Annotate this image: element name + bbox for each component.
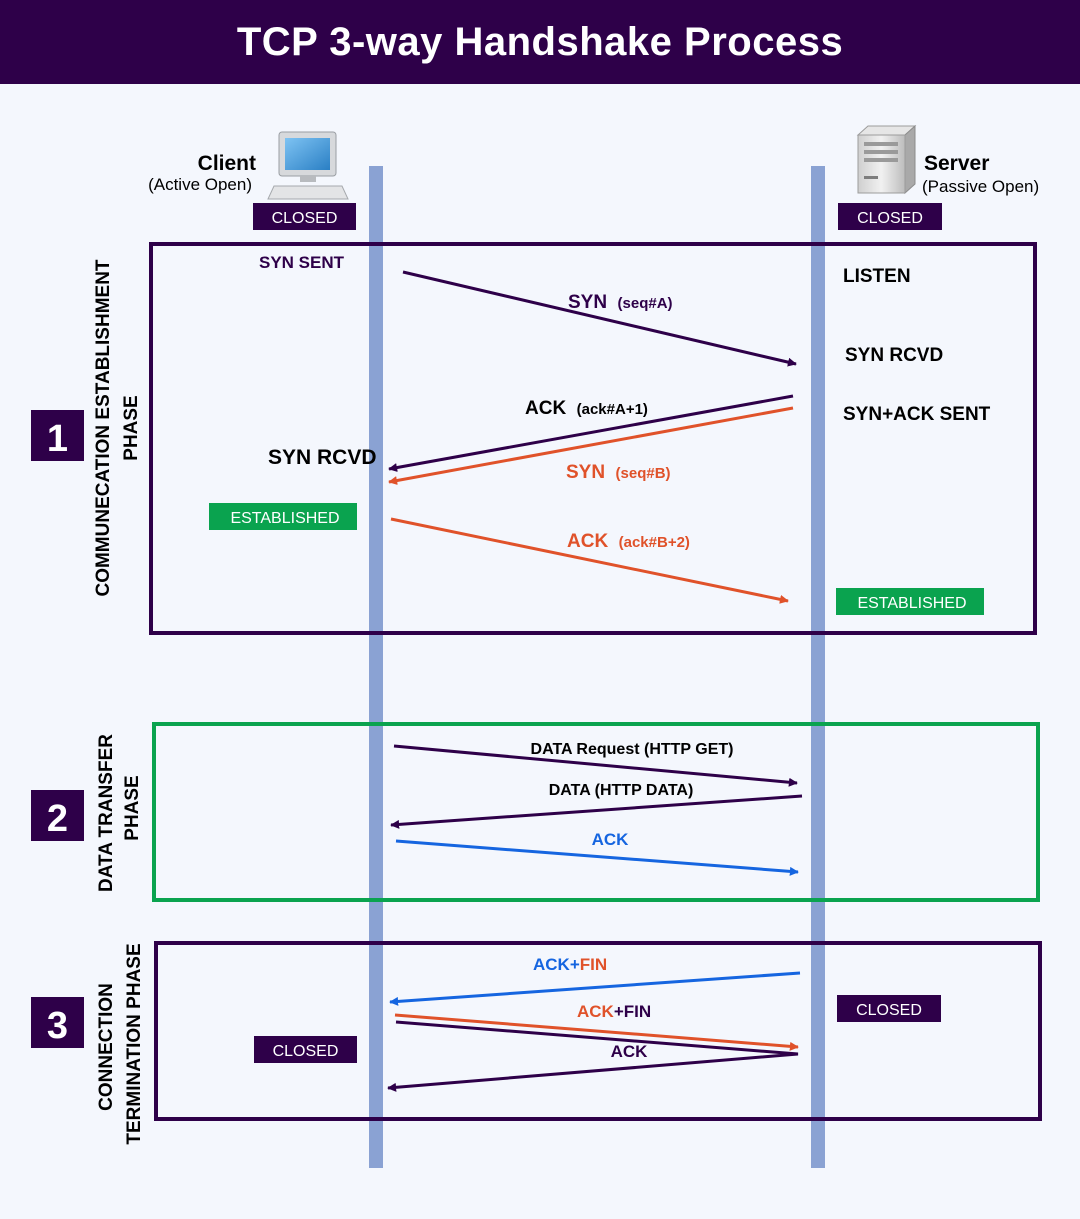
phase-2-label-line2: PHASE [122,775,143,840]
server-mode: (Passive Open) [922,177,1039,196]
server-closed-badge-top [838,203,942,230]
arrow-data-response [390,794,803,829]
phase-3-label-line1: CONNECTION [96,983,117,1111]
msg-fin-1-plus: + [570,955,580,974]
server-closed-badge-bottom [837,995,941,1022]
msg-syn-b-detail: (seq#B) [616,465,671,482]
phase-1-box [149,242,1037,635]
msg-fin-2: ACK+FIN [577,1002,651,1021]
msg-fin-2-plus: + [614,1002,624,1021]
msg-final-ack: ACK [611,1042,649,1061]
client-closed-badge-top [253,203,356,230]
client-mode: (Active Open) [148,175,252,194]
title-bar: TCP 3-way Handshake Process [0,0,1080,84]
msg-fin-2-ack: ACK [577,1002,615,1021]
msg-syn-a-main: SYN [568,292,607,313]
msg-ack-a1-main: ACK [525,398,566,419]
client-closed-label-top: CLOSED [272,210,338,227]
msg-fin-1-ack: ACK [533,955,571,974]
arrow-data-request [393,744,798,787]
phase-1-label-line2: PHASE [121,395,142,460]
server-tower-icon [856,124,917,195]
server-lifeline [811,166,825,1168]
state-syn-ack-sent: SYN+ACK SENT [843,404,991,425]
client-lifeline [369,166,383,1168]
arrow-fin-1 [389,971,801,1006]
msg-data-ack: ACK [592,830,630,849]
msg-syn-b: SYN (seq#B) [566,462,671,483]
server-closed-label-top: CLOSED [857,210,923,227]
msg-syn-b-main: SYN [566,462,605,483]
phase-2-number-box [31,790,84,841]
client-established-label: ESTABLISHED [230,510,339,527]
state-listen: LISTEN [843,266,911,287]
msg-ack-b2-main: ACK [567,531,608,552]
arrow-syn-b [388,406,794,485]
client-established-badge [209,503,357,530]
msg-ack-b2: ACK (ack#B+2) [567,531,690,552]
state-server-syn-rcvd: SYN RCVD [845,345,943,366]
desktop-computer-icon [267,131,349,200]
phase-1-number-box [31,410,84,461]
client-closed-badge-bottom [254,1036,357,1063]
phase-3-number: 3 [47,1005,68,1047]
msg-syn-a-detail: (seq#A) [618,295,673,312]
msg-ack-a1: ACK (ack#A+1) [525,398,648,419]
client-closed-label-bottom: CLOSED [273,1043,339,1060]
arrow-syn-a [402,270,797,367]
phase-3-label-line2: TERMINATION PHASE [124,943,145,1144]
msg-ack-a1-detail: (ack#A+1) [577,401,648,418]
arrow-ack-b2 [390,517,789,604]
arrow-fin-2 [394,1013,799,1051]
arrow-final-ack [387,1020,799,1092]
client-name: Client [198,152,256,175]
msg-fin-1: ACK+FIN [533,955,607,974]
server-established-badge [836,588,984,615]
msg-fin-2-fin: FIN [624,1002,651,1021]
msg-ack-b2-detail: (ack#B+2) [619,534,690,551]
phase-1-number: 1 [47,418,68,460]
phase-2-box [152,722,1040,902]
msg-fin-1-fin: FIN [580,955,607,974]
server-name: Server [924,152,989,175]
msg-data-response: DATA (HTTP DATA) [549,782,694,799]
msg-syn-a: SYN (seq#A) [568,292,673,313]
phase-2-number: 2 [47,798,68,840]
state-client-syn-rcvd: SYN RCVD [268,446,377,469]
phase-3-box [154,941,1042,1121]
arrow-data-ack [395,839,799,876]
page-title: TCP 3-way Handshake Process [236,19,844,64]
server-closed-label-bottom: CLOSED [856,1002,922,1019]
state-syn-sent: SYN SENT [259,253,345,272]
server-established-label: ESTABLISHED [857,595,966,612]
phase-3-number-box [31,997,84,1048]
msg-data-request: DATA Request (HTTP GET) [531,741,734,758]
arrow-ack-a1 [388,394,794,472]
phase-2-label-line1: DATA TRANSFER [96,734,117,892]
phase-1-label-line1: COMMUNECATION ESTABLISHMENT [93,259,114,596]
